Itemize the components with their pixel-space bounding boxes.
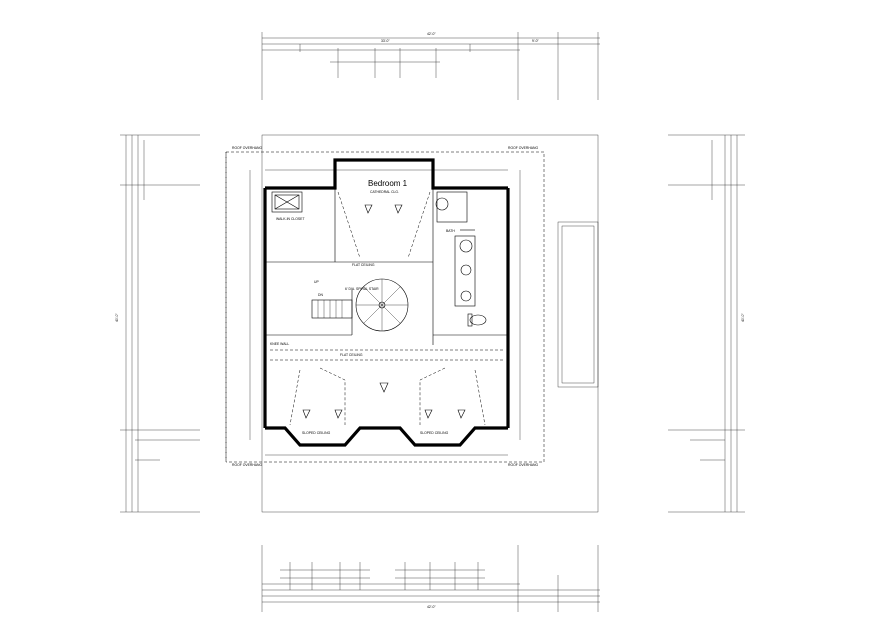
exterior-walls [263,158,510,447]
bottom-dim-total: 42'-0" [427,605,436,609]
stair-up-label: UP [314,280,319,284]
stair-dn-label: DN [318,293,323,297]
top-dim-b: 9'-0" [532,39,540,43]
side-projection [557,221,599,388]
left-dimension-strings: 40'-0" [115,134,200,513]
top-dim-a: 33'-0" [381,39,390,43]
roof-overhang-outline: ROOF OVERHANG ROOF OVERHANG ROOF OVERHAN… [225,134,599,513]
right-dimension-strings: 40'-0" [668,134,745,513]
knee-wall-label: KNEE WALL [270,342,289,346]
walk-in-closet-label: WALK-IN CLOSET [276,217,305,221]
right-dim-total: 40'-0" [741,313,745,322]
roof-overhang-label-bottom-left: ROOF OVERHANG [232,463,263,467]
interior-walls [265,188,508,345]
stair-label: 6' DIA. SPIRAL STAIR [345,287,379,291]
bath-label: BATH [446,229,455,233]
roof-overhang-label-top-right: ROOF OVERHANG [508,146,539,150]
bay-label-left: SLOPED CEILING [302,431,331,435]
slope-arrows [302,204,466,419]
top-dim-total: 42'-0" [427,32,436,36]
edge-dimension-ticks [249,169,521,456]
ceiling-lines: FLAT CEILING FLAT CEILING SLOPED CEILING… [270,191,505,435]
roof-overhang-label-bottom-right: ROOF OVERHANG [508,463,539,467]
roof-overhang-label-top-left: ROOF OVERHANG [232,146,263,150]
bottom-dimension-strings: 42'-0" [261,545,600,612]
flat-ceiling-label-2: FLAT CEILING [340,353,363,357]
top-dimension-strings: 42'-0" 33'-0" 9'-0" [261,32,600,100]
bay-label-right: SLOPED CEILING [420,431,449,435]
spiral-stair: 6' DIA. SPIRAL STAIR DN [311,278,409,332]
room-ceiling-note: CATHEDRAL CLG. [370,190,399,194]
flat-ceiling-label: FLAT CEILING [352,263,375,267]
room-labels: Bedroom 1 CATHEDRAL CLG. WALK-IN CLOSET … [276,179,455,284]
left-dim-total: 40'-0" [115,313,119,322]
room-name-bedroom-1: Bedroom 1 [368,179,408,188]
